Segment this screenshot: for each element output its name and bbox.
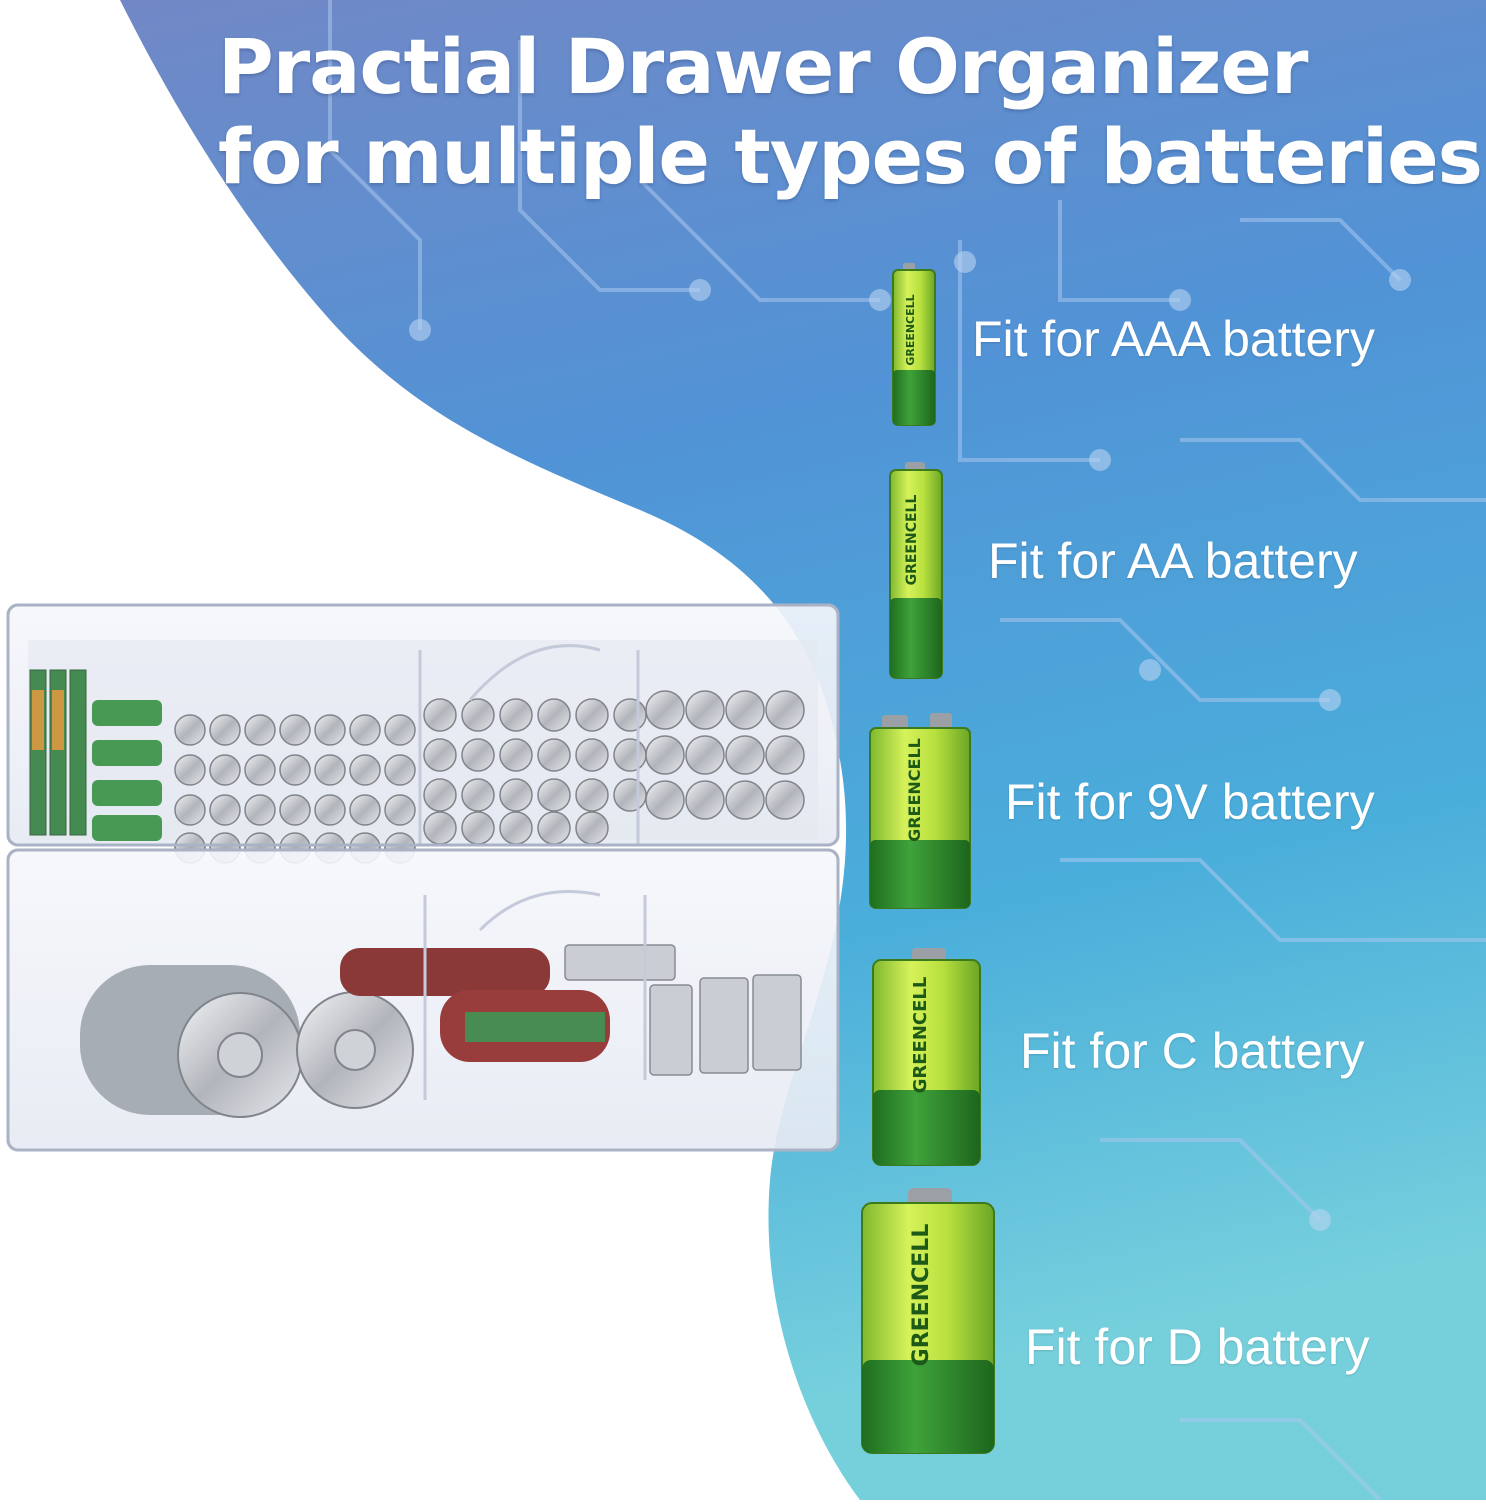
circuit-traces (328, 0, 1486, 1502)
aa-brand-text: GREENCELL (904, 495, 920, 586)
aaa-battery: GREENCELL (892, 263, 936, 426)
aa-battery: GREENCELL (889, 462, 943, 679)
blue-background (120, 0, 1486, 1500)
fit-c-label: Fit for C battery (1020, 1023, 1365, 1079)
c-battery: GREENCELL (872, 948, 981, 1166)
d-brand-text: GREENCELL (909, 1224, 934, 1367)
9v-battery: GREENCELL (869, 713, 971, 909)
circuit-nodes (409, 251, 1411, 1231)
aaa-brand-text: GREENCELL (904, 294, 917, 365)
headline-line-1: Practial Drawer Organizer (218, 22, 1308, 111)
drawer-organizer (6, 603, 840, 1152)
c-brand-text: GREENCELL (910, 977, 931, 1094)
fit-aaa-label: Fit for AAA battery (972, 311, 1375, 367)
fit-d-label: Fit for D battery (1025, 1319, 1370, 1375)
9v-brand-text: GREENCELL (905, 738, 924, 842)
fit-aa-label: Fit for AA battery (988, 533, 1358, 589)
bottom-drawer-batteries (80, 944, 802, 1118)
fit-9v-label: Fit for 9V battery (1005, 774, 1375, 830)
top-drawer-batteries (29, 669, 805, 864)
headline-line-2: for multiple types of batteries (218, 112, 1483, 201)
d-battery: GREENCELL (861, 1188, 995, 1454)
